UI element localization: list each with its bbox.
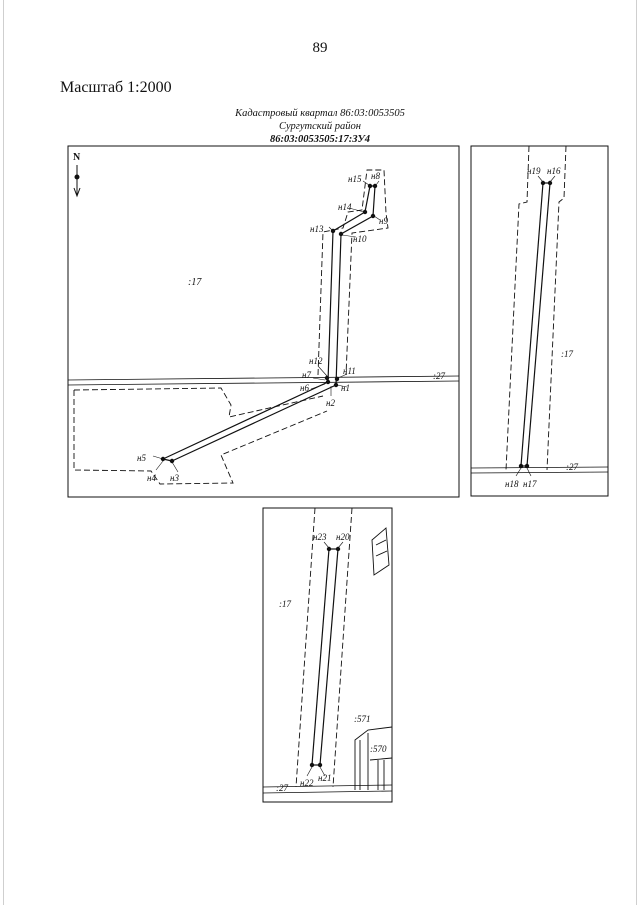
page-edge-left bbox=[3, 0, 4, 905]
point-markers-main bbox=[160, 183, 378, 464]
point-n23-label: н23 bbox=[313, 532, 327, 542]
parcel-17-label-bottom: :17 bbox=[279, 599, 291, 609]
map-frame-right bbox=[470, 145, 609, 497]
point-n2-label: н2 bbox=[326, 398, 335, 408]
point-n14-label: н14 bbox=[338, 202, 352, 212]
district-title: Сургутский район bbox=[278, 121, 362, 132]
parcel-27-label-bottom: :27 bbox=[276, 783, 288, 793]
point-n1-label: н1 bbox=[341, 383, 350, 393]
point-n10-label: н10 bbox=[353, 234, 367, 244]
quarter-title: Кадастровый квартал 86:03:0053505 bbox=[235, 108, 405, 119]
parcel-corridor-bottom bbox=[311, 548, 339, 766]
point-n9-label: н9 bbox=[379, 216, 388, 226]
boundary-dashed-bottom bbox=[295, 507, 353, 788]
point-n3-label: н3 bbox=[170, 473, 179, 483]
leader-lines-main bbox=[152, 180, 381, 473]
map-frame-main bbox=[67, 145, 460, 498]
road-27-bottom bbox=[262, 784, 393, 794]
point-n4-label: н4 bbox=[147, 473, 156, 483]
leader-lines-right bbox=[515, 175, 556, 477]
point-n20-label: н20 bbox=[336, 532, 350, 542]
page-edge-right bbox=[636, 0, 637, 905]
parcel-corridor-right bbox=[520, 182, 551, 467]
neighbour-parcels bbox=[354, 527, 393, 790]
north-label: N bbox=[73, 152, 81, 163]
parcel-27-label: :27 bbox=[433, 371, 445, 381]
point-n16-label: н16 bbox=[547, 166, 561, 176]
road-27-lines bbox=[67, 375, 460, 386]
boundary-dashed-main bbox=[73, 169, 389, 485]
point-n13-label: н13 bbox=[310, 224, 324, 234]
parcel-571-label: :571 bbox=[354, 714, 371, 724]
map-frame-bottom bbox=[262, 507, 393, 803]
page-number: 89 bbox=[312, 40, 328, 56]
parcel-17-label-right: :17 bbox=[561, 349, 573, 359]
parcel-title: 86:03:0053505:17:ЗУ4 bbox=[270, 134, 370, 145]
point-markers-bottom bbox=[309, 546, 341, 768]
point-n18-label: н18 bbox=[505, 479, 519, 489]
parcel-17-label: :17 bbox=[188, 277, 202, 288]
scale-label: Масштаб 1:2000 bbox=[60, 79, 172, 96]
point-n17-label: н17 bbox=[523, 479, 537, 489]
point-n19-label: н19 bbox=[527, 166, 541, 176]
point-n12-label: н12 bbox=[309, 356, 323, 366]
point-n5-label: н5 bbox=[137, 453, 146, 463]
point-n7-label: н7 bbox=[302, 370, 311, 380]
boundary-dashed-right bbox=[505, 145, 567, 471]
north-arrow-icon bbox=[73, 165, 81, 198]
point-n8-label: н8 bbox=[371, 171, 380, 181]
point-n11-label: н11 bbox=[343, 366, 356, 376]
point-n6-label: н6 bbox=[300, 383, 309, 393]
parcel-570-label: :570 bbox=[370, 744, 387, 754]
road-27-right bbox=[470, 466, 609, 474]
parcel-27-label-right: :27 bbox=[566, 462, 578, 472]
point-n15-label: н15 bbox=[348, 174, 362, 184]
point-markers-right bbox=[518, 180, 553, 469]
point-n22-label: н22 bbox=[300, 778, 314, 788]
leader-lines-bottom bbox=[306, 541, 344, 777]
point-n21-label: н21 bbox=[318, 773, 331, 783]
